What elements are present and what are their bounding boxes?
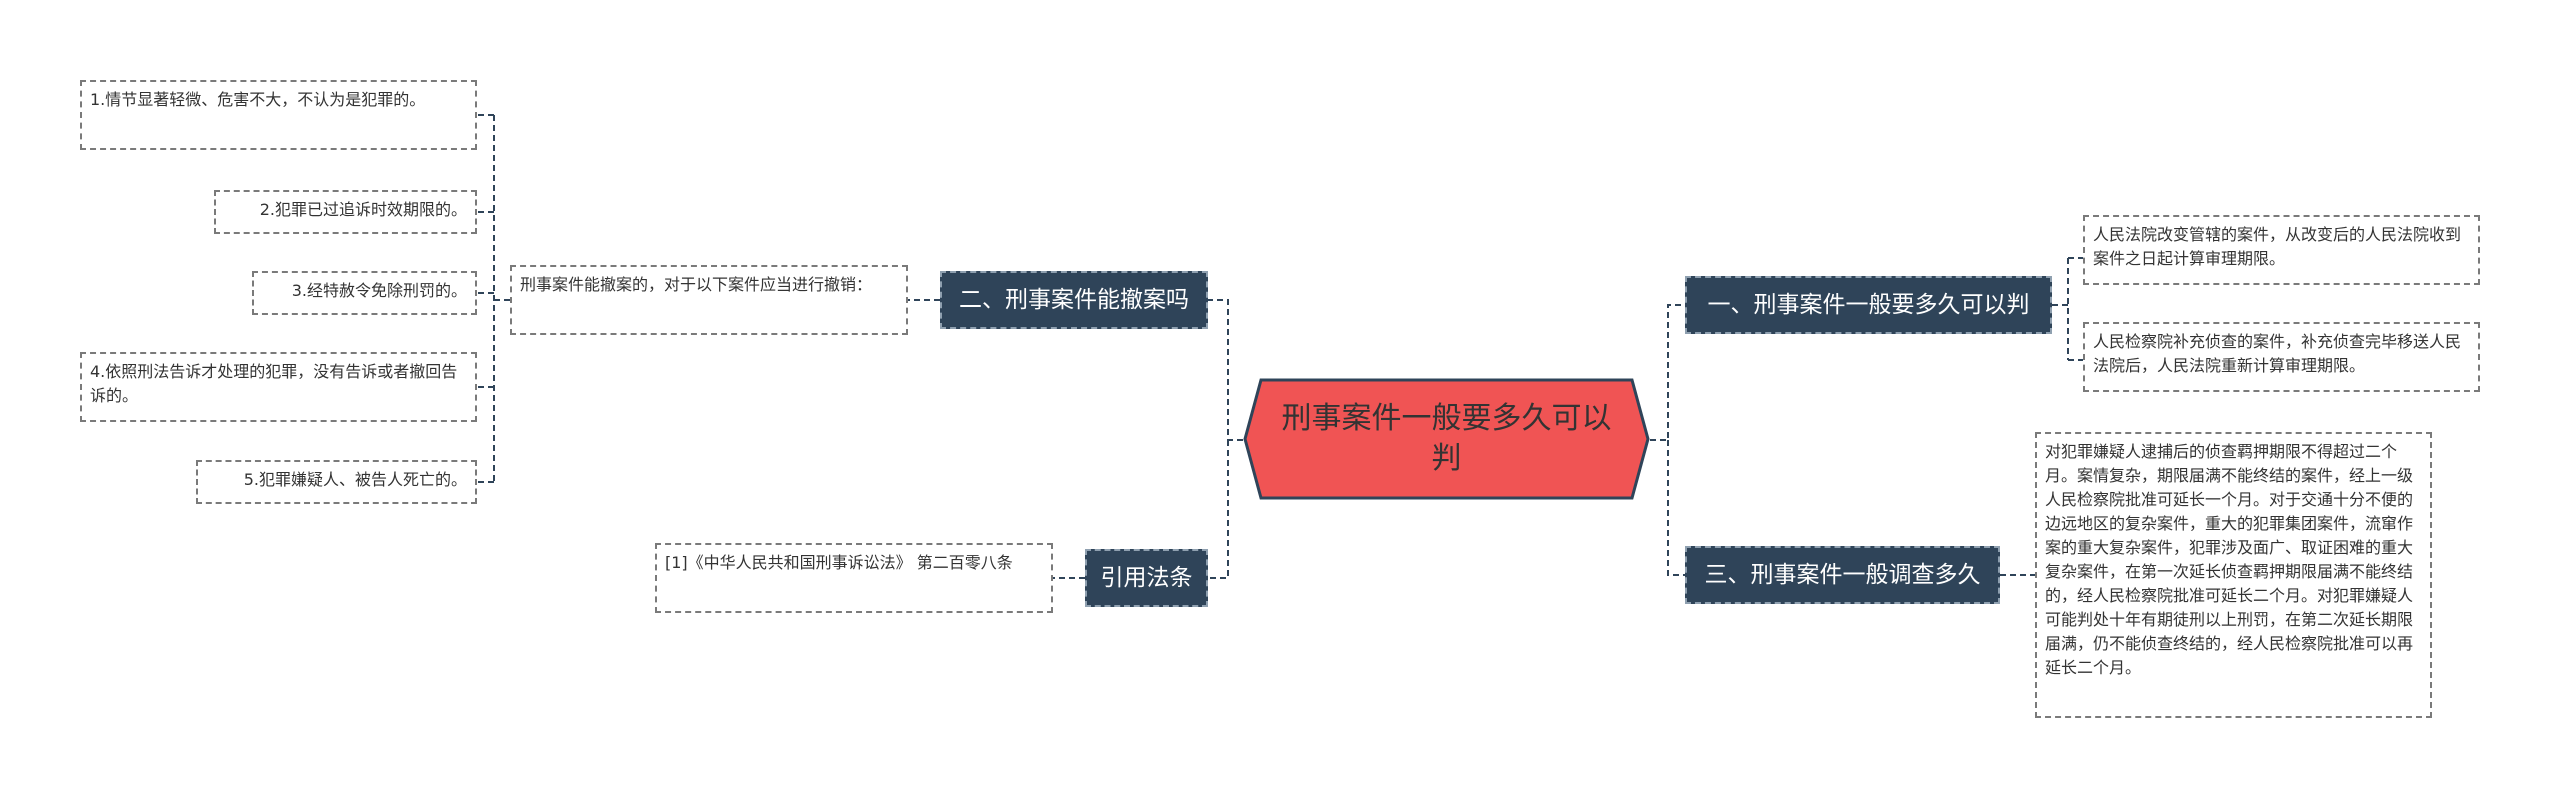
- trial-item-2: 人民检察院补充侦查的案件，补充侦查完毕移送人民法院后，人民法院重新计算审理期限。: [2083, 322, 2480, 392]
- branch-investigation-duration[interactable]: 三、刑事案件一般调查多久: [1685, 546, 2000, 604]
- investigation-detail-text: 对犯罪嫌疑人逮捕后的侦查羁押期限不得超过二个月。案情复杂，期限届满不能终结的案件…: [2035, 432, 2432, 718]
- branch-cited-law[interactable]: 引用法条: [1085, 549, 1208, 607]
- withdraw-item-1: 1.情节显著轻微、危害不大，不认为是犯罪的。: [80, 80, 477, 150]
- withdraw-item-4: 4.依照刑法告诉才处理的犯罪，没有告诉或者撤回告诉的。: [80, 352, 477, 422]
- withdraw-item-2: 2.犯罪已过追诉时效期限的。: [214, 190, 477, 234]
- withdraw-item-5: 5.犯罪嫌疑人、被告人死亡的。: [196, 460, 477, 504]
- branch-trial-duration[interactable]: 一、刑事案件一般要多久可以判: [1685, 276, 2052, 334]
- central-topic[interactable]: 刑事案件一般要多久可以判: [1243, 378, 1650, 500]
- withdraw-item-3: 3.经特赦令免除刑罚的。: [252, 271, 477, 315]
- central-hexagon-shape: [1243, 378, 1650, 500]
- trial-item-1: 人民法院改变管辖的案件，从改变后的人民法院收到案件之日起计算审理期限。: [2083, 215, 2480, 285]
- cited-law-text: [1]《中华人民共和国刑事诉讼法》 第二百零八条: [655, 543, 1053, 613]
- central-title: 刑事案件一般要多久可以判: [1281, 401, 1612, 476]
- branch-withdraw-case[interactable]: 二、刑事案件能撤案吗: [940, 271, 1208, 329]
- withdraw-intro-text: 刑事案件能撤案的，对于以下案件应当进行撤销：: [510, 265, 908, 335]
